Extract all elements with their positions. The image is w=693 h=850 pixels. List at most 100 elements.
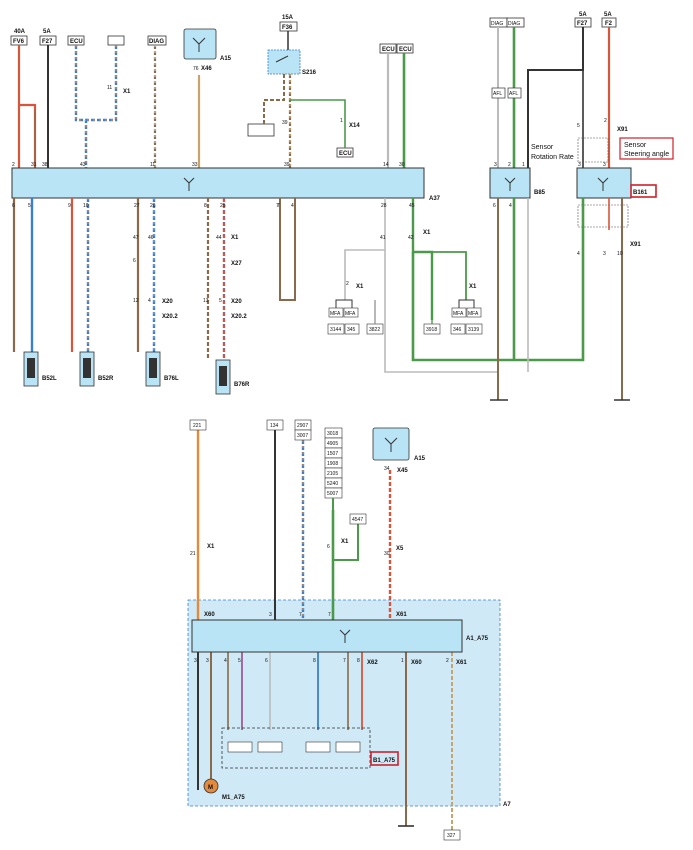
svg-text:Sensor: Sensor: [531, 144, 554, 151]
svg-text:5: 5: [219, 298, 222, 304]
svg-text:A7: A7: [503, 802, 511, 808]
svg-text:2: 2: [508, 162, 511, 168]
switch-s216: S216: [267, 49, 317, 76]
fuse-fv6: 40A FV6: [10, 29, 28, 46]
svg-text:39: 39: [284, 162, 290, 168]
conn-lower-x1-left: X1: [207, 544, 215, 550]
svg-text:M: M: [208, 785, 213, 791]
svg-text:1: 1: [401, 658, 404, 664]
sensor-b52l: B52L: [23, 351, 57, 387]
conn-lower-x60-left: X60: [204, 612, 215, 618]
conn-lower-x61-right: X61: [456, 660, 467, 666]
svg-text:41: 41: [380, 235, 386, 241]
conn-x20-2-a: X20.2: [162, 314, 178, 320]
reference-boxes-upper: 3144 345 3822 3918 346 3139: [327, 300, 483, 335]
ref-pair: 2907 3007: [294, 419, 312, 441]
svg-text:3822: 3822: [369, 327, 380, 333]
fuse-f36: 15A F36: [279, 15, 298, 32]
svg-text:ECU: ECU: [339, 151, 352, 157]
svg-text:A1_A75: A1_A75: [466, 636, 489, 642]
svg-text:4: 4: [291, 203, 294, 209]
svg-text:31: 31: [31, 162, 37, 168]
svg-text:MFA: MFA: [468, 311, 479, 317]
svg-text:3: 3: [603, 251, 606, 257]
annotation-rotation-rate: Sensor Rotation Rate: [531, 144, 574, 161]
svg-text:46: 46: [148, 235, 154, 241]
svg-text:2: 2: [604, 118, 607, 124]
svg-text:3: 3: [194, 658, 197, 664]
conn-x1-c: X1: [423, 230, 431, 236]
svg-text:28: 28: [381, 203, 387, 209]
tag-ecu-2: ECU: [336, 147, 354, 158]
svg-text:6: 6: [327, 544, 330, 550]
svg-text:6: 6: [493, 203, 496, 209]
conn-x1-b: X1: [231, 235, 239, 241]
tag-ecu-4: ECU: [396, 43, 414, 54]
svg-text:B52R: B52R: [98, 376, 114, 382]
svg-text:F36: F36: [282, 25, 293, 31]
blank-tag: [107, 35, 125, 46]
svg-text:ECU: ECU: [382, 47, 395, 53]
svg-text:5A: 5A: [604, 12, 612, 18]
svg-text:B85: B85: [534, 190, 546, 196]
svg-text:3: 3: [269, 612, 272, 618]
svg-text:4: 4: [224, 658, 227, 664]
x91-dashed-top: [577, 137, 609, 163]
svg-text:345: 345: [347, 327, 356, 333]
svg-text:10: 10: [83, 203, 89, 209]
fuse-f2: 5A F2: [601, 12, 617, 28]
svg-text:3918: 3918: [426, 327, 437, 333]
conn-x20-2-b: X20.2: [231, 314, 247, 320]
svg-text:3: 3: [206, 658, 209, 664]
svg-text:6: 6: [265, 658, 268, 664]
conn-x27: X27: [231, 261, 242, 267]
svg-text:5007: 5007: [327, 491, 338, 497]
sensor-b52r: B52R: [79, 351, 114, 387]
misc-pins: 76 39 11 1 47 46 6 44 12 4 13 5 41 42 3 …: [107, 66, 623, 304]
svg-text:5: 5: [28, 203, 31, 209]
svg-text:7: 7: [299, 612, 302, 618]
tag-diag-2: DIAG: [489, 17, 508, 28]
svg-text:327: 327: [447, 833, 456, 839]
svg-text:MFA: MFA: [330, 311, 341, 317]
svg-text:4905: 4905: [327, 441, 338, 447]
upper-wires: [17, 27, 611, 168]
conn-lower-x1-green: X1: [341, 539, 349, 545]
svg-text:1: 1: [340, 118, 343, 124]
conn-x1-e: X1: [469, 284, 477, 290]
conn-x1-a: X1: [123, 89, 131, 95]
svg-text:F27: F27: [577, 21, 588, 27]
mfa-group-left: MFA MFA: [328, 299, 359, 318]
svg-text:7: 7: [343, 658, 346, 664]
svg-text:5: 5: [238, 658, 241, 664]
svg-text:38: 38: [42, 162, 48, 168]
conn-x20-b: X20: [231, 299, 242, 305]
svg-text:2: 2: [346, 281, 349, 287]
svg-text:8: 8: [313, 658, 316, 664]
svg-text:A15: A15: [414, 456, 426, 462]
fuse-f27-left: 5A F27: [39, 29, 57, 46]
tag-afl-1: AFL: [491, 87, 506, 99]
conn-x91-top: X91: [617, 127, 628, 133]
ref-327: 327: [443, 829, 461, 841]
svg-text:MFA: MFA: [453, 311, 464, 317]
svg-text:7: 7: [277, 203, 280, 209]
x91-dashed-bottom: [577, 204, 629, 228]
svg-text:ECU: ECU: [70, 39, 83, 45]
svg-text:3139: 3139: [468, 327, 479, 333]
module-a1-a75: A1_A75: [191, 619, 489, 653]
svg-text:F27: F27: [42, 39, 53, 45]
svg-text:3018: 3018: [327, 431, 338, 437]
svg-text:1: 1: [522, 162, 525, 168]
ref-4547: 4547: [349, 513, 367, 525]
svg-text:F2: F2: [605, 21, 613, 27]
mfa-group-right: MFA MFA: [451, 299, 482, 318]
svg-text:A37: A37: [429, 196, 441, 202]
svg-text:B76R: B76R: [234, 382, 250, 388]
svg-text:1908: 1908: [327, 461, 338, 467]
svg-text:30: 30: [399, 162, 405, 168]
svg-text:B1_A75: B1_A75: [373, 758, 396, 764]
svg-text:30: 30: [384, 551, 390, 557]
svg-text:34: 34: [384, 466, 390, 472]
